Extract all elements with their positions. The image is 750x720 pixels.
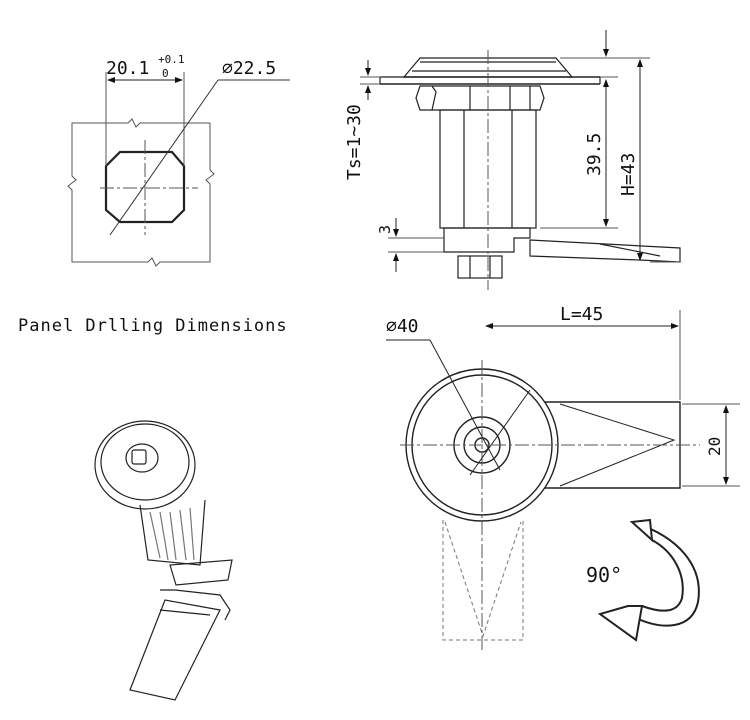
- hole-diameter-label: ⌀22.5: [222, 58, 276, 79]
- lever-length-label: L=45: [560, 304, 603, 325]
- front-view: [386, 310, 740, 650]
- rotation-angle-label: 90°: [586, 563, 622, 587]
- front-view-labels: ⌀40 L=45 20 90°: [386, 304, 724, 587]
- cam-thickness-label: 3: [376, 225, 394, 234]
- side-view: [360, 30, 681, 290]
- panel-drilling-caption: Panel Drlling Dimensions: [18, 316, 288, 336]
- flange-diameter-label: ⌀40: [386, 316, 419, 337]
- panel-drilling-labels: 20.1 +0.1 0 ⌀22.5: [106, 53, 276, 80]
- panel-drilling-view: [67, 72, 290, 267]
- width-tolerance-upper: +0.1: [158, 53, 185, 66]
- height-label: H=43: [618, 153, 639, 196]
- lever-width-label: 20: [705, 437, 724, 456]
- panel-thickness-label: Ts=1~30: [344, 104, 365, 180]
- side-view-labels: Ts=1~30 39.5 H=43 3: [344, 104, 639, 234]
- width-tolerance-lower: 0: [162, 67, 169, 80]
- width-dimension-label: 20.1: [106, 58, 149, 79]
- length-39-5-label: 39.5: [584, 133, 605, 176]
- isometric-view: [94, 420, 233, 701]
